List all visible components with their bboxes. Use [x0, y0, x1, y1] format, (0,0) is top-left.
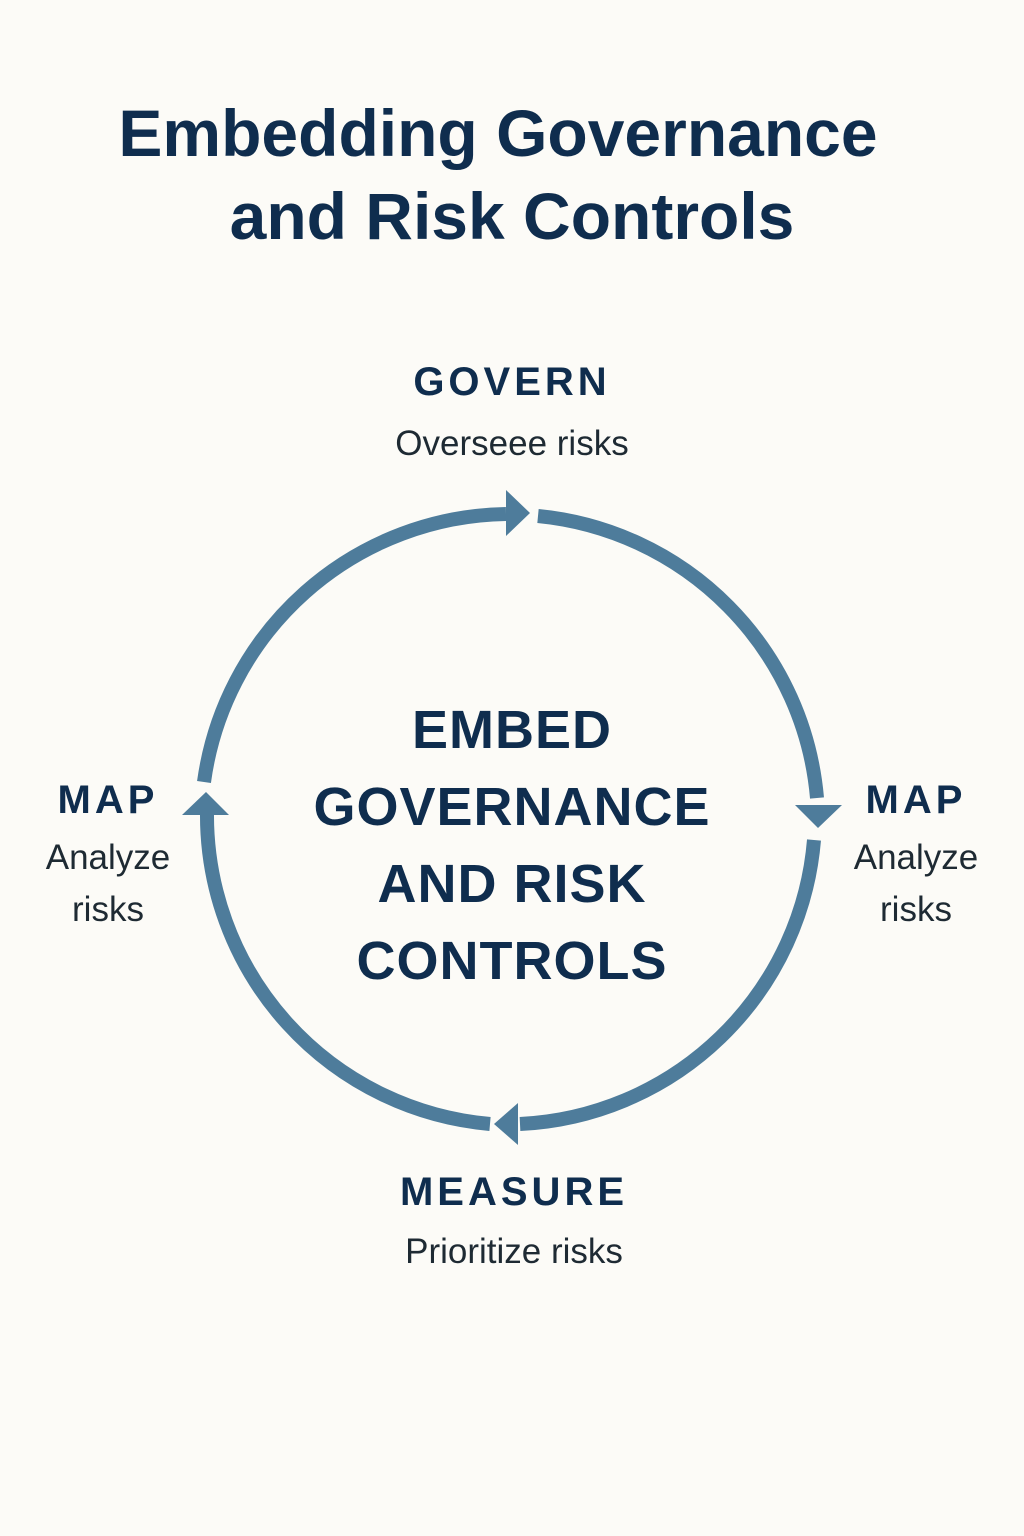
- center-line-3: AND RISK: [377, 854, 647, 914]
- stage-description-line-1: Analyze: [853, 838, 979, 877]
- arrowhead-left-icon: [182, 792, 229, 815]
- arrowhead-right-icon: [795, 805, 842, 828]
- arc-right-to-bottom: [519, 839, 821, 1131]
- stage-name: MAP: [865, 778, 967, 822]
- stage-map-left: MAP Analyze risks: [18, 776, 198, 936]
- stage-name: MAP: [57, 778, 159, 822]
- arc-top-to-right: [537, 509, 824, 799]
- title-line-2: and Risk Controls: [229, 179, 795, 253]
- stage-measure: MEASURE Prioritize risks: [364, 1168, 664, 1278]
- center-line-4: CONTROLS: [356, 931, 668, 991]
- arc-bottom-to-left: [199, 811, 491, 1131]
- stage-description-line-2: risks: [72, 890, 144, 929]
- arrowhead-top-icon: [506, 490, 530, 536]
- stage-name: MEASURE: [399, 1170, 629, 1214]
- center-line-2: GOVERNANCE: [313, 777, 711, 837]
- center-line-1: EMBED: [411, 700, 612, 760]
- stage-govern: GOVERN Overseee risks: [362, 358, 662, 470]
- center-label: EMBED GOVERNANCE AND RISK CONTROLS: [262, 692, 762, 1000]
- stage-map-right: MAP Analyze risks: [826, 776, 1006, 936]
- title-line-1: Embedding Governance: [118, 96, 878, 170]
- stage-description: Overseee risks: [395, 424, 629, 463]
- arrowhead-bottom-icon: [494, 1103, 518, 1145]
- stage-description-line-2: risks: [880, 890, 952, 929]
- arc-left-to-top: [197, 507, 507, 783]
- stage-description: Prioritize risks: [405, 1232, 623, 1271]
- stage-description-line-1: Analyze: [45, 838, 171, 877]
- stage-name: GOVERN: [413, 360, 611, 404]
- page-title: Embedding Governance and Risk Controls: [0, 92, 1024, 258]
